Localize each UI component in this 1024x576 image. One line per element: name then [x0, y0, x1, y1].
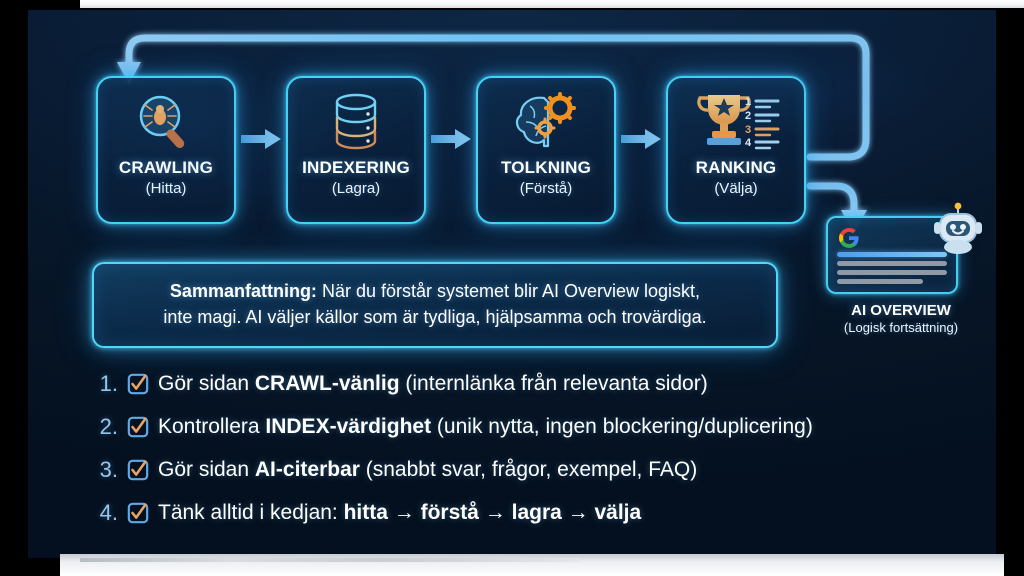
list-number: 2. — [99, 413, 118, 439]
stage-title: CRAWLING — [118, 158, 214, 177]
svg-text:1: 1 — [745, 96, 751, 108]
arrow-right-icon — [236, 54, 286, 224]
list-text-strong: hitta → förstå → lagra → välja — [343, 500, 642, 524]
robot-mascot-icon — [932, 202, 984, 263]
list-text-pre: Gör sidan — [158, 371, 255, 395]
checkbox-checked-icon[interactable] — [127, 416, 149, 438]
stage-tolkning[interactable]: TOLKNING (Förstå) — [476, 76, 616, 224]
list-number: 1. — [99, 370, 118, 396]
list-text-strong: INDEX-värdighet — [265, 414, 432, 438]
ai-overview-block[interactable]: AI OVERVIEW (Logisk fortsättning) — [806, 202, 996, 335]
list-text: Gör sidan CRAWL-vänlig (internlänka från… — [158, 372, 708, 396]
trophy-ranking-icon: 1 2 3 4 — [668, 90, 804, 152]
svg-text:2: 2 — [745, 110, 751, 122]
list-text: Tänk alltid i kedjan: hitta → förstå → l… — [158, 501, 641, 525]
ai-overview-title: AI OVERVIEW — [851, 302, 951, 319]
list-number: 4. — [99, 499, 118, 525]
stage-ranking[interactable]: 1 2 3 4 RANKING (Välja) — [666, 76, 806, 224]
ai-overview-card — [826, 202, 982, 294]
list-text-strong: CRAWL-vänlig — [254, 371, 400, 395]
list-text-post: (unik nytta, ingen blockering/duplicerin… — [431, 414, 813, 438]
stage-title: RANKING — [695, 158, 777, 177]
list-item[interactable]: 1. Gör sidan CRAWL-vänlig (internlänka f… — [90, 362, 970, 405]
summary-box: Sammanfattning: När du förstår systemet … — [92, 262, 778, 348]
stage-indexering[interactable]: INDEXERING (Lagra) — [286, 76, 426, 224]
player-top-bar — [80, 0, 1024, 8]
stage-subtitle: (Hitta) — [145, 180, 187, 197]
list-text-post: (snabbt svar, frågor, exempel, FAQ) — [359, 457, 698, 481]
player-bottom-bar[interactable] — [60, 554, 1004, 576]
list-text-pre: Gör sidan — [158, 457, 255, 481]
ai-overview-text-lines — [837, 248, 947, 284]
list-text: Kontrollera INDEX-värdighet (unik nytta,… — [158, 415, 813, 439]
stage-crawling[interactable]: CRAWLING (Hitta) — [96, 76, 236, 224]
arrow-right-icon — [426, 54, 476, 224]
list-item[interactable]: 3. Gör sidan AI-citerbar (snabbt svar, f… — [90, 448, 970, 491]
list-text-pre: Kontrollera — [158, 414, 266, 438]
summary-line1: När du förstår systemet blir AI Overview… — [316, 281, 701, 302]
brain-gears-icon — [478, 90, 614, 152]
database-icon — [288, 90, 424, 152]
stage-subtitle: (Lagra) — [331, 180, 381, 197]
list-number: 3. — [99, 456, 118, 482]
list-text-pre: Tänk alltid i kedjan: — [158, 500, 344, 524]
summary-label: Sammanfattning: — [169, 281, 317, 302]
google-logo-icon — [839, 228, 859, 248]
checkbox-checked-icon[interactable] — [127, 502, 149, 524]
list-item[interactable]: 2. Kontrollera INDEX-värdighet (unik nyt… — [90, 405, 970, 448]
list-item[interactable]: 4. Tänk alltid i kedjan: hitta → förstå … — [90, 491, 970, 534]
summary-text: Sammanfattning: När du förstår systemet … — [163, 279, 706, 330]
list-text-strong: AI-citerbar — [254, 457, 360, 481]
summary-line2: inte magi. AI väljer källor som är tydli… — [163, 307, 707, 327]
stage-subtitle: (Förstå) — [519, 180, 573, 197]
slide-canvas: CRAWLING (Hitta) — [28, 10, 996, 558]
checkbox-checked-icon[interactable] — [127, 459, 149, 481]
list-text: Gör sidan AI-citerbar (snabbt svar, fråg… — [158, 458, 697, 482]
ai-overview-subtitle: (Logisk fortsättning) — [843, 320, 959, 335]
stage-subtitle: (Välja) — [714, 180, 758, 197]
svg-text:3: 3 — [745, 124, 751, 136]
arrow-right-icon — [616, 54, 666, 224]
checkbox-checked-icon[interactable] — [127, 373, 149, 395]
magnifier-spider-icon — [98, 90, 234, 152]
stage-title: TOLKNING — [500, 158, 592, 177]
pipeline-stages: CRAWLING (Hitta) — [96, 76, 806, 224]
stage-title: INDEXERING — [302, 158, 410, 177]
list-text-post: (internlänka från relevanta sidor) — [399, 371, 708, 395]
checklist: 1. Gör sidan CRAWL-vänlig (internlänka f… — [90, 362, 970, 534]
svg-text:4: 4 — [745, 137, 752, 149]
